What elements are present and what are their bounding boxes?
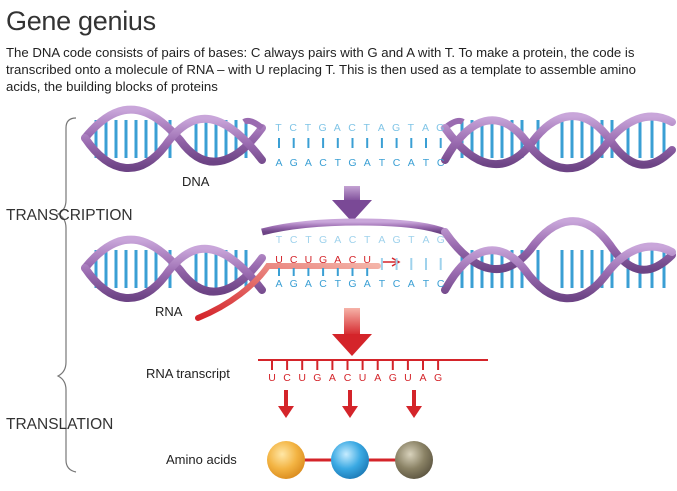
dna2-top-base: T: [364, 234, 371, 246]
dna1-bottom-base: G: [348, 157, 356, 169]
amino-arrows: [278, 390, 422, 418]
dna1-bottom-base: A: [408, 157, 415, 169]
transcript-base: U: [298, 372, 306, 384]
transcript-base: G: [313, 372, 321, 384]
dna1-top-base: T: [305, 122, 312, 134]
dna2-top-base: T: [408, 234, 415, 246]
dna1-top-base: A: [334, 122, 342, 134]
translation-arrow: [332, 308, 372, 356]
transcript-base: U: [268, 372, 276, 384]
dna1-bottom-base: T: [423, 157, 430, 169]
transcript-base: A: [374, 372, 381, 384]
dna2-bottom-base: A: [408, 278, 415, 290]
dna2-top-base: A: [378, 234, 385, 246]
dna1-top-base: C: [289, 122, 298, 134]
dna1-top-base: G: [436, 122, 445, 134]
dna2-bottom-base: A: [275, 278, 282, 290]
dna2-top-base: T: [305, 234, 312, 246]
dna-label: DNA: [182, 174, 210, 189]
amino-arrow-2: [342, 390, 358, 418]
dna1-bottom-base: A: [305, 157, 312, 169]
amino-acid-1: [267, 441, 305, 479]
dna2-top-base: A: [334, 234, 341, 246]
dna1-top-base: G: [392, 122, 401, 134]
dna1-bottom-base: C: [393, 157, 401, 169]
amino-arrow-3: [406, 390, 422, 418]
rna-partial-base: A: [334, 254, 341, 266]
dna1-bottom-base: T: [335, 157, 342, 169]
dna-helix-transcribing: [81, 217, 676, 321]
dna2-bottom-base: C: [319, 278, 327, 290]
amino-acid-2: [331, 441, 369, 479]
amino-acid-chain: [267, 441, 433, 479]
rna-partial-base: U: [305, 254, 313, 266]
dna1-top-base: A: [378, 122, 386, 134]
rna-partial-base: U: [275, 254, 283, 266]
rna-partial-base: C: [349, 254, 357, 266]
amino-acid-3: [395, 441, 433, 479]
dna1-bottom-base: A: [275, 157, 282, 169]
transcript-base: A: [419, 372, 426, 384]
dna2-bottom-base: T: [379, 278, 386, 290]
dna1-bottom-base: T: [379, 157, 386, 169]
dna2-top-base: G: [393, 234, 401, 246]
transcript-base: C: [344, 372, 352, 384]
transcript-base: C: [283, 372, 291, 384]
dna2-bottom-base: A: [364, 278, 371, 290]
dna1-bottom-base: A: [364, 157, 371, 169]
translation-label: TRANSLATION: [6, 416, 113, 433]
rna-partial-base: C: [290, 254, 298, 266]
dna2-bottom-base: C: [393, 278, 401, 290]
dna1-top-base: G: [319, 122, 328, 134]
transcription-label: TRANSCRIPTION: [6, 207, 133, 224]
transcript-base: G: [434, 372, 442, 384]
dna2-bottom-base: G: [348, 278, 356, 290]
section-bracket: [56, 117, 77, 473]
dna1-bottom-base: C: [319, 157, 327, 169]
rna-transcript-label: RNA transcript: [146, 366, 230, 381]
dna2-top-base: G: [319, 234, 327, 246]
dna2-bottom-base: T: [335, 278, 342, 290]
dna2-top-base: T: [276, 234, 283, 246]
rna-partial-base: G: [319, 254, 327, 266]
rna-strand: [195, 263, 381, 321]
dna1-top-base: A: [422, 122, 430, 134]
rna-direction-arrow: [382, 257, 401, 267]
intro-text: The DNA code consists of pairs of bases:…: [6, 45, 636, 94]
transcript-base: A: [329, 372, 336, 384]
dna2-bottom-base: G: [290, 278, 298, 290]
page-title: Gene genius: [6, 6, 156, 36]
transcript-base: U: [404, 372, 412, 384]
dna1-top-base: T: [275, 122, 282, 134]
transcript-base: U: [359, 372, 367, 384]
dna2-top-base: C: [349, 234, 357, 246]
dna1-top-base: C: [348, 122, 357, 134]
dna2-top-base: G: [437, 234, 445, 246]
transcript-base: G: [389, 372, 397, 384]
amino-arrow-1: [278, 390, 294, 418]
dna2-bottom-base: C: [437, 278, 445, 290]
dna1-bottom-base: C: [437, 157, 445, 169]
dna1-top-base: T: [408, 122, 415, 134]
dna2-top-base: A: [422, 234, 429, 246]
dna2-top-base: C: [290, 234, 298, 246]
dna1-top-base: T: [363, 122, 370, 134]
dna-helix-top: [81, 105, 676, 173]
dna2-bottom-base: A: [305, 278, 312, 290]
rna-partial-base: U: [363, 254, 371, 266]
dna1-bottom-base: G: [290, 157, 298, 169]
transcription-arrow: [332, 186, 372, 222]
rna-label: RNA: [155, 304, 183, 319]
dna2-bottom-base: T: [423, 278, 430, 290]
amino-acids-label: Amino acids: [166, 452, 237, 467]
